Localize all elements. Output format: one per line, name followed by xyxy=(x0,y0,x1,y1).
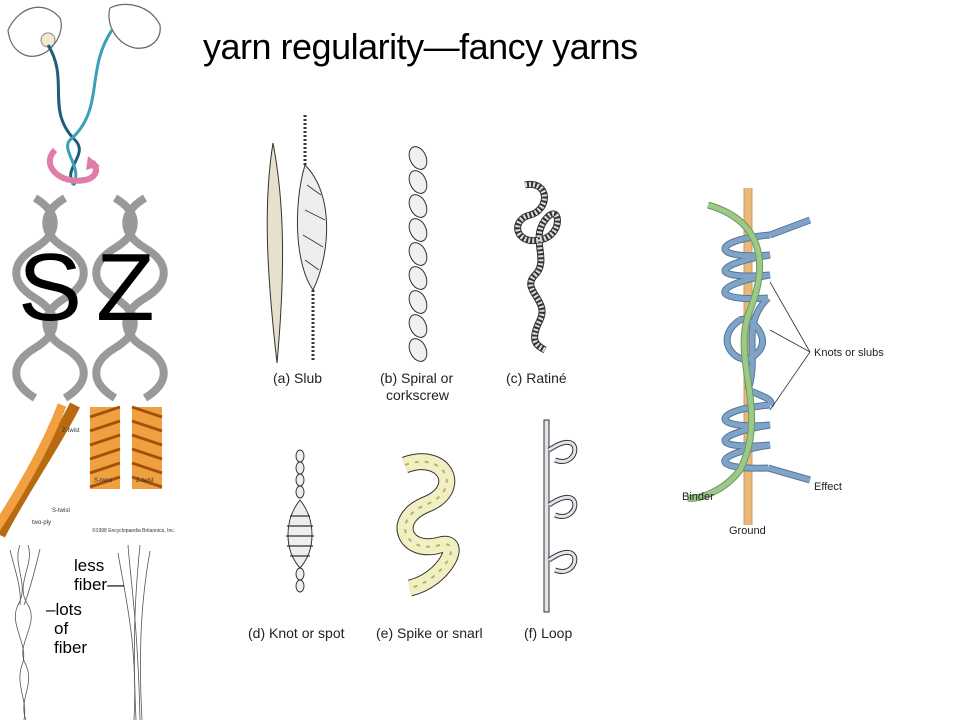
caption-spiral: (b) Spiral or xyxy=(380,370,454,386)
s-twist-caption-2: S-twist xyxy=(94,478,112,484)
loop-yarn-figure xyxy=(543,419,578,613)
fiber-sketch xyxy=(9,544,151,720)
lots-of-fiber-label: –lots of fiber xyxy=(46,600,88,657)
ratine-yarn-figure xyxy=(514,181,561,354)
spiral-yarn-figure xyxy=(408,146,428,362)
label-ground: Ground xyxy=(729,525,766,537)
caption-corkscrew: corkscrew xyxy=(386,387,450,403)
z-twist-strand-icon xyxy=(92,194,168,402)
s-twist-strand-icon xyxy=(12,194,88,402)
twisting-hands-illustration xyxy=(7,3,161,187)
label-effect: Effect xyxy=(814,481,842,493)
knot-yarn-figure xyxy=(286,449,314,593)
binder-yarn xyxy=(687,202,763,501)
two-ply-caption: two-ply xyxy=(32,520,52,526)
slide-title: yarn regularity—fancy yarns xyxy=(203,26,638,67)
z-twist-caption-1: Z-twist xyxy=(62,428,80,434)
z-twist-label: Z xyxy=(96,234,155,341)
less-fiber-label: less fiber— xyxy=(74,556,125,594)
spike-yarn-figure xyxy=(396,453,460,597)
caption-spike: (e) Spike or snarl xyxy=(376,625,483,641)
slub-yarn-figure xyxy=(266,115,328,364)
caption-slub: (a) Slub xyxy=(273,370,323,386)
z-twist-caption-2: Z-twist xyxy=(136,478,154,484)
caption-knot: (d) Knot or spot xyxy=(248,625,345,641)
caption-ratine: (c) Ratiné xyxy=(506,370,567,386)
ply-twist-illustration xyxy=(0,402,163,538)
caption-loop: (f) Loop xyxy=(524,625,573,641)
s-twist-label: S xyxy=(18,234,83,341)
fancy-yarn-structure-diagram xyxy=(687,188,812,525)
label-knots-or-slubs: Knots or slubs xyxy=(814,347,884,359)
copyright-caption: ©1998 Encyclopaedia Britannica, Inc. xyxy=(92,528,176,534)
label-binder: Binder xyxy=(682,491,714,503)
s-twist-caption-1: S-twist xyxy=(52,508,70,514)
